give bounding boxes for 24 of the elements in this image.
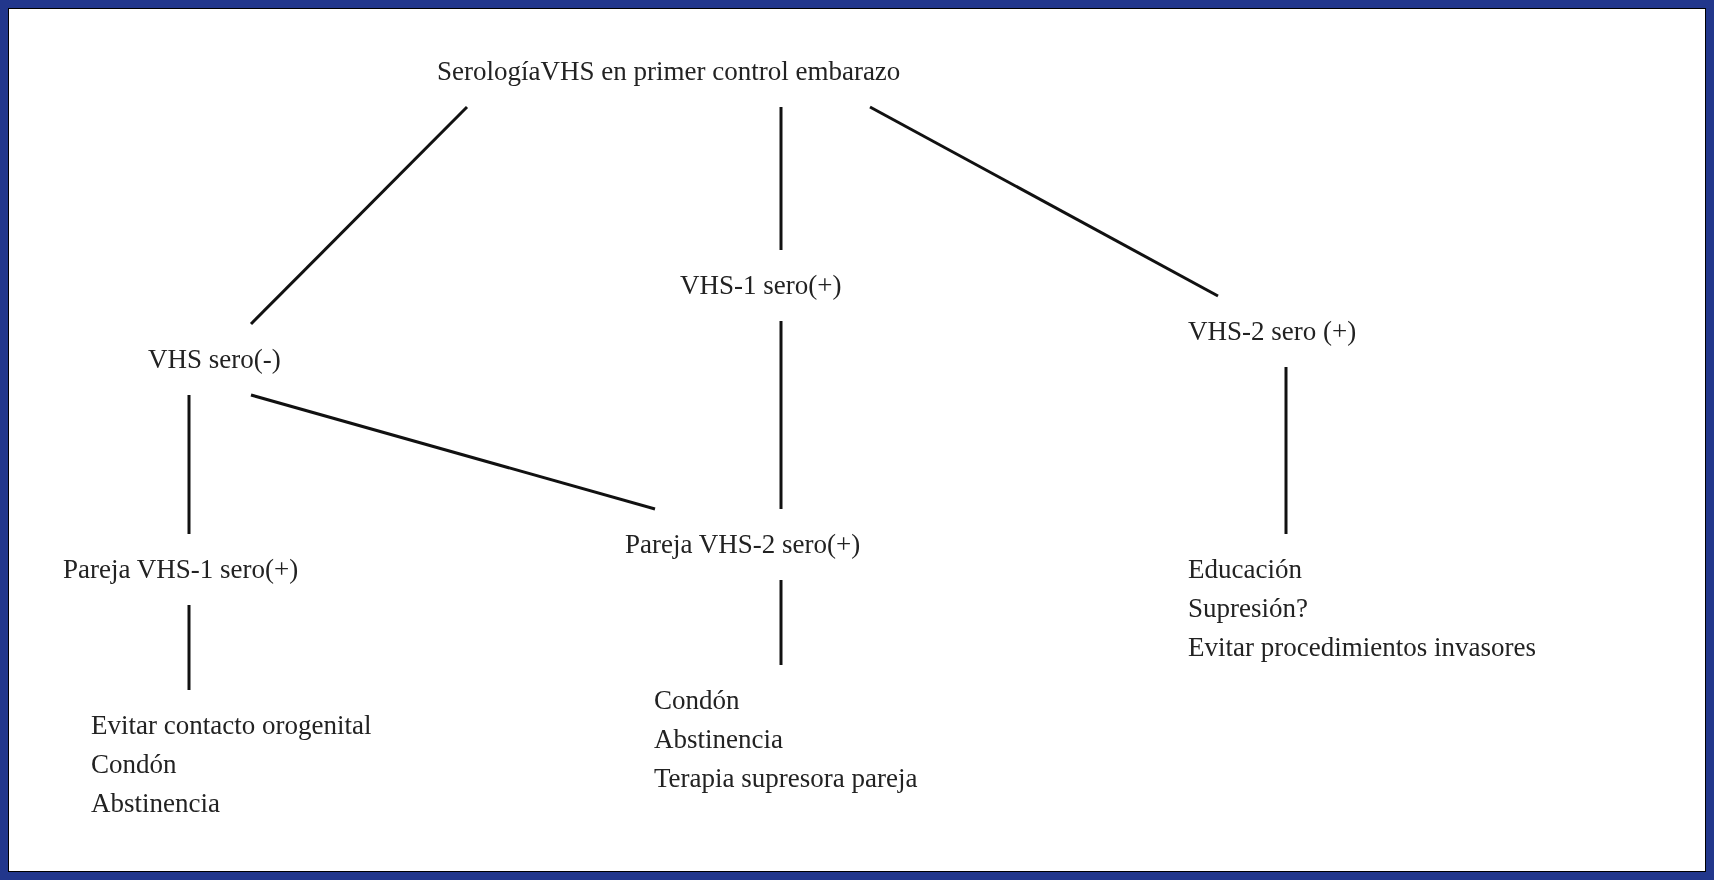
node-text: Educación <box>1188 553 1303 586</box>
connector-line <box>779 107 783 250</box>
node-text: SerologíaVHS en primer control embarazo <box>437 55 901 88</box>
node-text: Abstinencia <box>91 787 221 820</box>
connector-line <box>187 395 191 534</box>
node-text: Condón <box>91 748 178 781</box>
node-text: Condón <box>654 684 741 717</box>
connector-line <box>869 105 1219 298</box>
connector-line <box>1284 367 1288 534</box>
node-text: Evitar procedimientos invasores <box>1188 631 1536 664</box>
node-text: Terapia supresora pareja <box>654 762 918 795</box>
connector-line <box>187 605 191 690</box>
node-text: Pareja VHS-2 sero(+) <box>625 528 861 561</box>
node-text: Supresión? <box>1188 592 1309 625</box>
node-text: VHS-1 sero(+) <box>680 269 842 302</box>
node-text: Evitar contacto orogenital <box>91 709 372 742</box>
node-text: VHS sero(-) <box>148 343 281 376</box>
node-text: Abstinencia <box>654 723 784 756</box>
connector-line <box>779 580 783 665</box>
connector-line <box>250 393 656 511</box>
node-text: VHS-2 sero (+) <box>1188 315 1357 348</box>
node-text: Pareja VHS-1 sero(+) <box>63 553 299 586</box>
connector-line <box>249 105 469 326</box>
connector-line <box>779 321 783 509</box>
